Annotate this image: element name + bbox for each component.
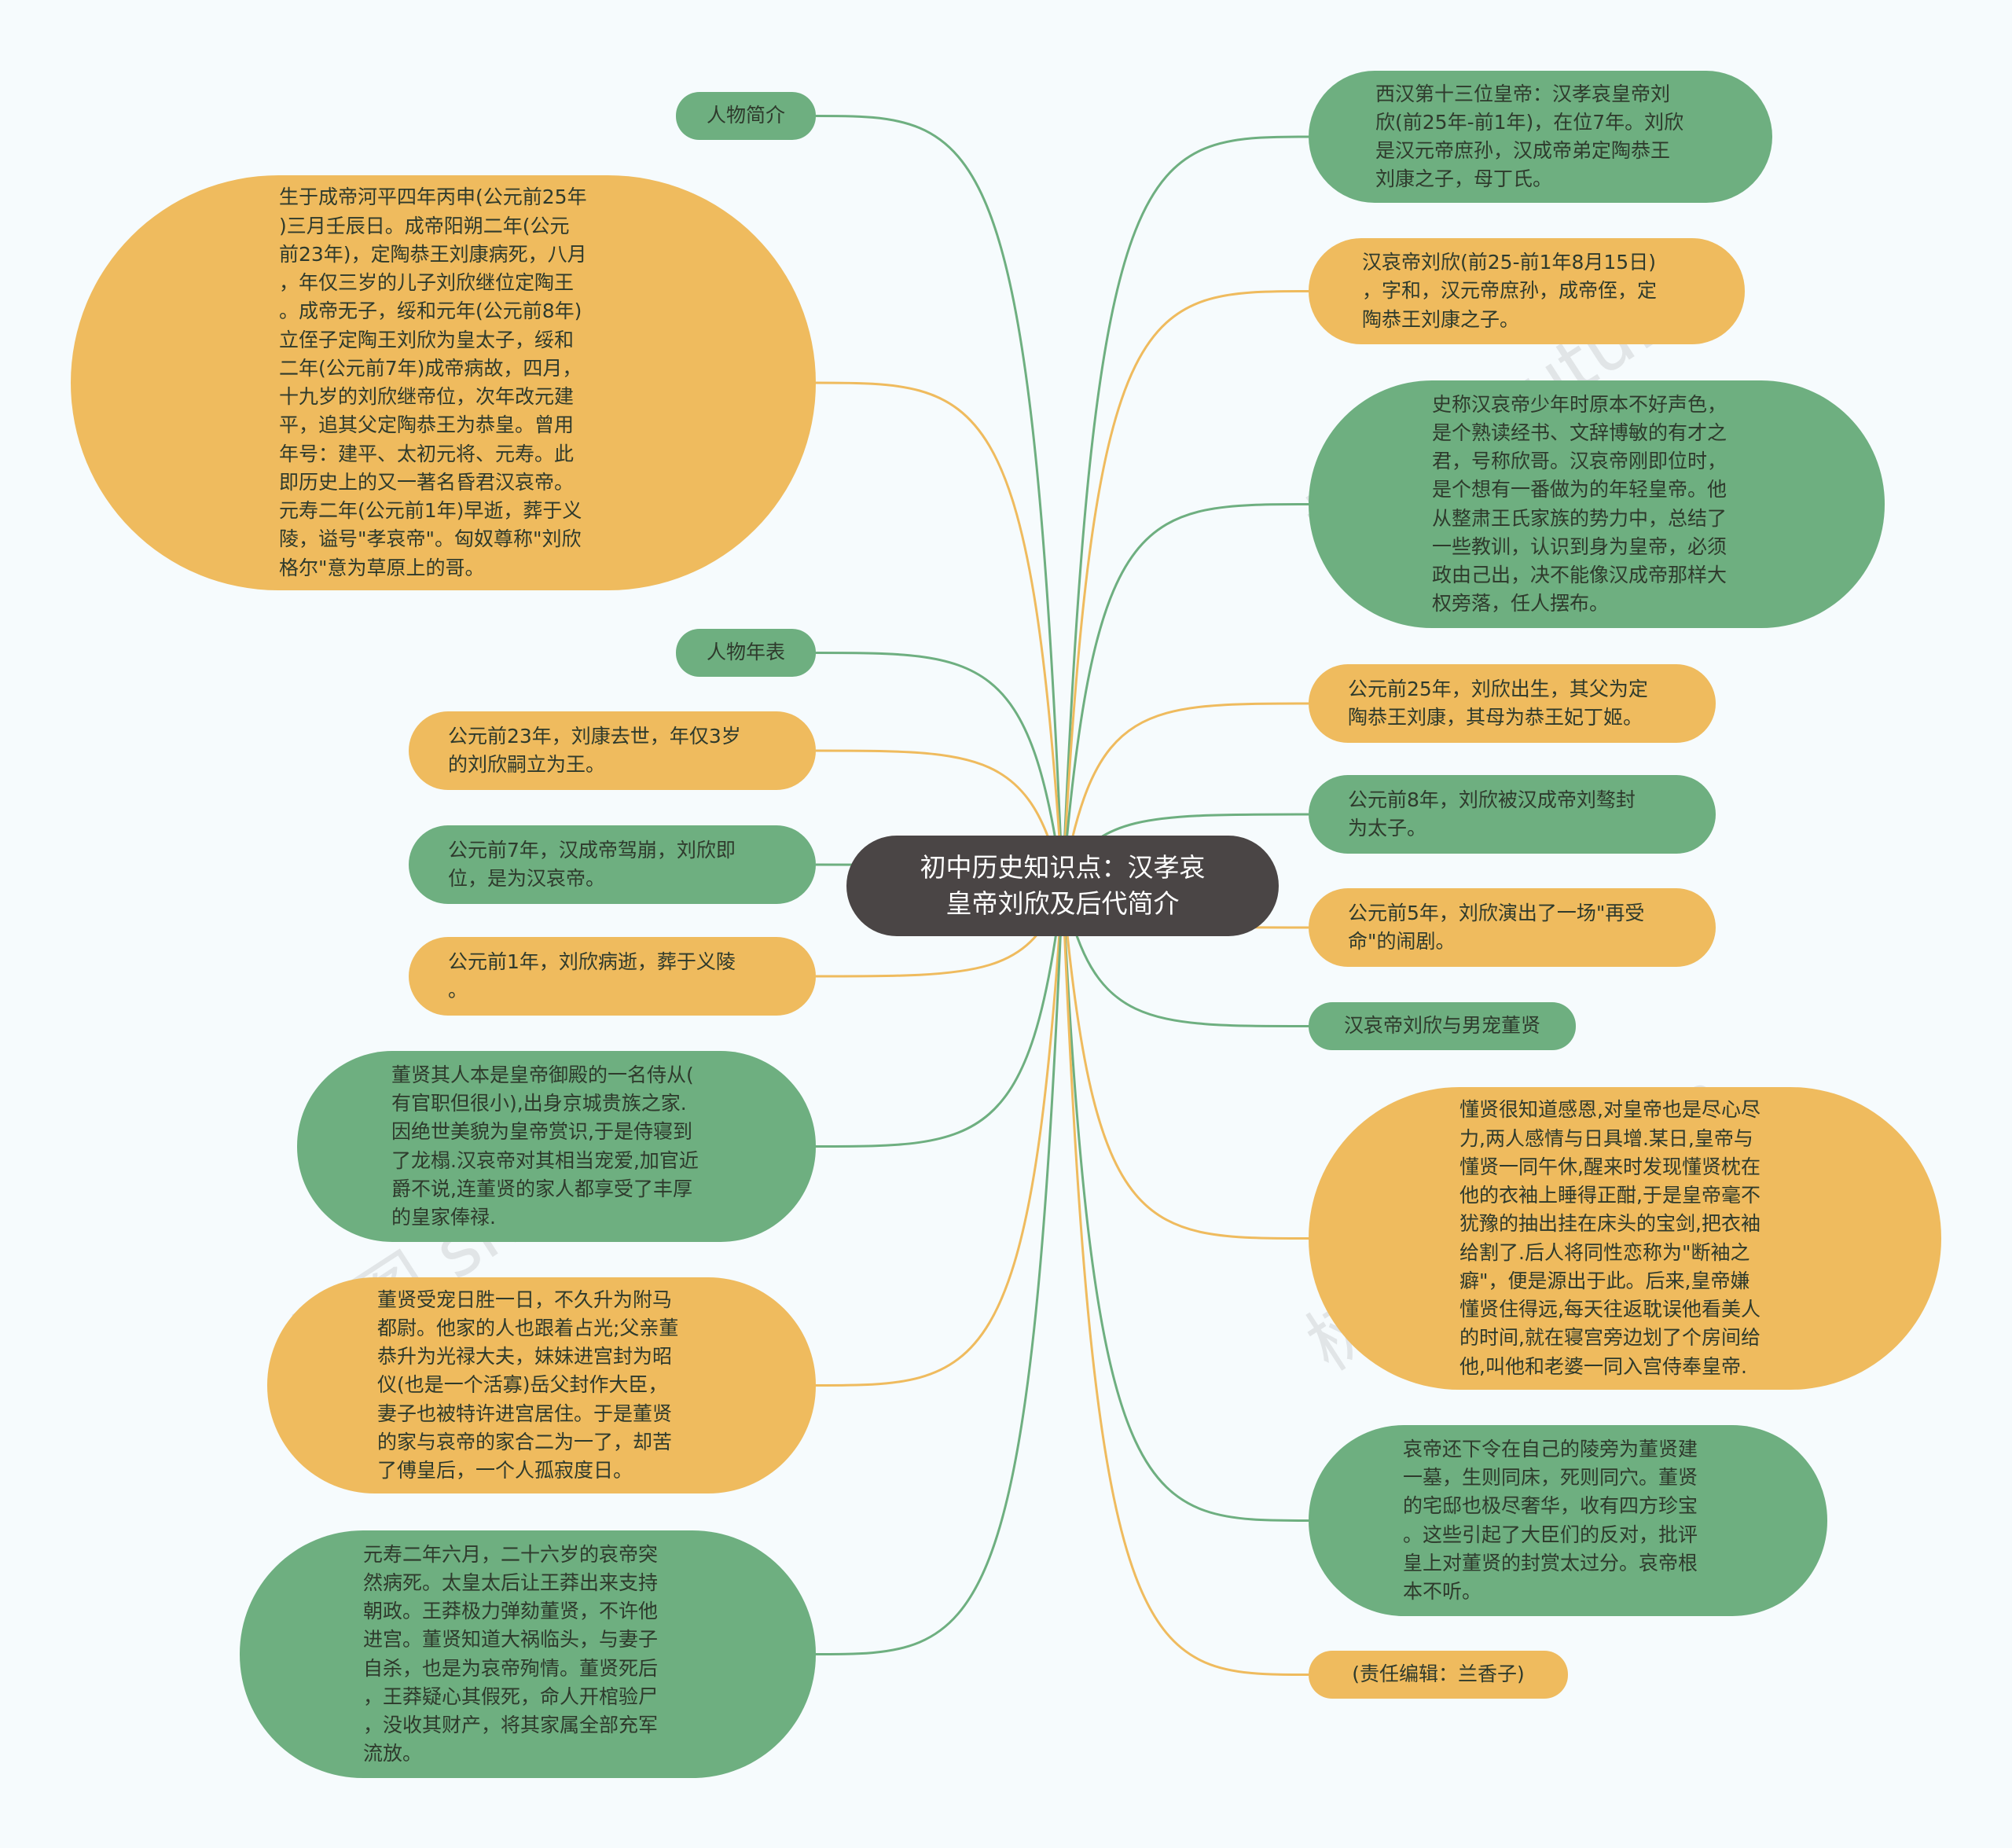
topic-label: 汉哀帝刘欣(前25-前1年8月15日) ，字和，汉元帝庶孙，成帝侄，定 陶恭王刘… <box>1362 251 1658 331</box>
connector-line <box>815 885 1064 1655</box>
branch-label: 汉哀帝刘欣与男宠董贤 <box>1343 1014 1540 1038</box>
topic-25bc[interactable]: 公元前25年，刘欣出生，其父为定 陶恭王刘康，其母为恭王妃丁姬。 <box>1309 664 1716 743</box>
connector-line <box>1061 290 1309 887</box>
topic-dongxian-origin[interactable]: 董贤其人本是皇帝御殿的一名侍从( 有官职但很小),出身京城贵族之家. 因绝世美貌… <box>297 1051 816 1242</box>
topic-label: 董贤其人本是皇帝御殿的一名侍从( 有官职但很小),出身京城贵族之家. 因绝世美貌… <box>391 1063 699 1229</box>
branch-label: 人物简介 <box>706 104 785 127</box>
connector-line <box>1061 135 1309 887</box>
connector-line <box>1061 702 1309 887</box>
connector-line <box>1061 885 1309 1240</box>
topic-label: 公元前25年，刘欣出生，其父为定 陶恭王刘康，其母为恭王妃丁姬。 <box>1348 677 1648 729</box>
root-topic[interactable]: 初中历史知识点：汉孝哀 皇帝刘欣及后代简介 <box>846 836 1279 936</box>
connector-line <box>815 381 1064 887</box>
connector-line <box>815 885 1064 1387</box>
topic-emperor-death[interactable]: 元寿二年六月，二十六岁的哀帝突 然病死。太皇太后让王莽出来支持 朝政。王莽极力弹… <box>240 1530 816 1778</box>
topic-label: 公元前8年，刘欣被汉成帝刘骜封 为太子。 <box>1348 788 1636 839</box>
topic-label: 哀帝还下令在自己的陵旁为董贤建 一墓，生则同床，死则同穴。董贤 的宅邸也极尽奢华… <box>1403 1437 1698 1603</box>
branch-label: 人物年表 <box>706 641 785 664</box>
topic-label: 公元前7年，汉成帝驾崩，刘欣即 位，是为汉哀帝。 <box>448 838 736 890</box>
topic-label: 元寿二年六月，二十六岁的哀帝突 然病死。太皇太后让王莽出来支持 朝政。王莽极力弹… <box>363 1542 659 1765</box>
connector-line <box>1061 885 1309 1676</box>
topic-cut-sleeve[interactable]: 懂贤很知道感恩,对皇帝也是尽心尽 力,两人感情与日具增.某日,皇帝与 懂贤一同午… <box>1309 1087 1941 1390</box>
topic-bio-detail[interactable]: 生于成帝河平四年丙申(公元前25年 )三月壬辰日。成帝阳朔二年(公元 前23年)… <box>71 175 816 590</box>
topic-young-emperor[interactable]: 史称汉哀帝少年时原本不好声色， 是个熟读经书、文辞博敏的有才之 君，号称欣哥。汉… <box>1309 380 1885 628</box>
connector-line <box>815 652 1064 887</box>
connector-line <box>1061 503 1309 887</box>
topic-label: (责任编辑：兰香子) <box>1352 1662 1525 1686</box>
topic-5bc[interactable]: 公元前5年，刘欣演出了一场"再受 命"的闹剧。 <box>1309 888 1716 967</box>
topic-liu-xin-profile[interactable]: 汉哀帝刘欣(前25-前1年8月15日) ，字和，汉元帝庶孙，成帝侄，定 陶恭王刘… <box>1309 238 1745 344</box>
topic-tomb[interactable]: 哀帝还下令在自己的陵旁为董贤建 一墓，生则同床，死则同穴。董贤 的宅邸也极尽奢华… <box>1309 1425 1827 1616</box>
branch-dongxian[interactable]: 汉哀帝刘欣与男宠董贤 <box>1309 1002 1576 1050</box>
topic-label: 公元前23年，刘康去世，年仅3岁 的刘欣嗣立为王。 <box>448 724 741 776</box>
connector-line <box>1061 885 1309 1522</box>
topic-label: 史称汉哀帝少年时原本不好声色， 是个熟读经书、文辞博敏的有才之 君，号称欣哥。汉… <box>1432 392 1727 615</box>
editor-credit[interactable]: (责任编辑：兰香子) <box>1309 1651 1568 1699</box>
topic-label: 董贤受宠日胜一日，不久升为附马 都尉。他家的人也跟着占光;父亲董 恭升为光禄大夫… <box>377 1288 679 1482</box>
topic-dongxian-favor[interactable]: 董贤受宠日胜一日，不久升为附马 都尉。他家的人也跟着占光;父亲董 恭升为光禄大夫… <box>267 1277 816 1493</box>
topic-23bc[interactable]: 公元前23年，刘康去世，年仅3岁 的刘欣嗣立为王。 <box>409 711 816 790</box>
topic-label: 懂贤很知道感恩,对皇帝也是尽心尽 力,两人感情与日具增.某日,皇帝与 懂贤一同午… <box>1459 1098 1760 1378</box>
topic-7bc[interactable]: 公元前7年，汉成帝驾崩，刘欣即 位，是为汉哀帝。 <box>409 825 816 904</box>
topic-label: 公元前1年，刘欣病逝，葬于义陵 。 <box>448 950 736 1001</box>
branch-person-chronology[interactable]: 人物年表 <box>676 629 816 677</box>
branch-person-intro[interactable]: 人物简介 <box>676 92 816 140</box>
topic-8bc[interactable]: 公元前8年，刘欣被汉成帝刘骜封 为太子。 <box>1309 775 1716 854</box>
connector-line <box>815 115 1064 887</box>
root-topic-label: 初中历史知识点：汉孝哀 皇帝刘欣及后代简介 <box>920 851 1206 919</box>
topic-western-han-13th[interactable]: 西汉第十三位皇帝：汉孝哀皇帝刘 欣(前25年-前1年)，在位7年。刘欣 是汉元帝… <box>1309 71 1772 203</box>
topic-label: 生于成帝河平四年丙申(公元前25年 )三月壬辰日。成帝阳朔二年(公元 前23年)… <box>279 186 587 579</box>
topic-1bc[interactable]: 公元前1年，刘欣病逝，葬于义陵 。 <box>409 937 816 1016</box>
connector-line <box>815 885 1064 1148</box>
topic-label: 西汉第十三位皇帝：汉孝哀皇帝刘 欣(前25年-前1年)，在位7年。刘欣 是汉元帝… <box>1375 82 1684 191</box>
topic-label: 公元前5年，刘欣演出了一场"再受 命"的闹剧。 <box>1348 901 1645 953</box>
